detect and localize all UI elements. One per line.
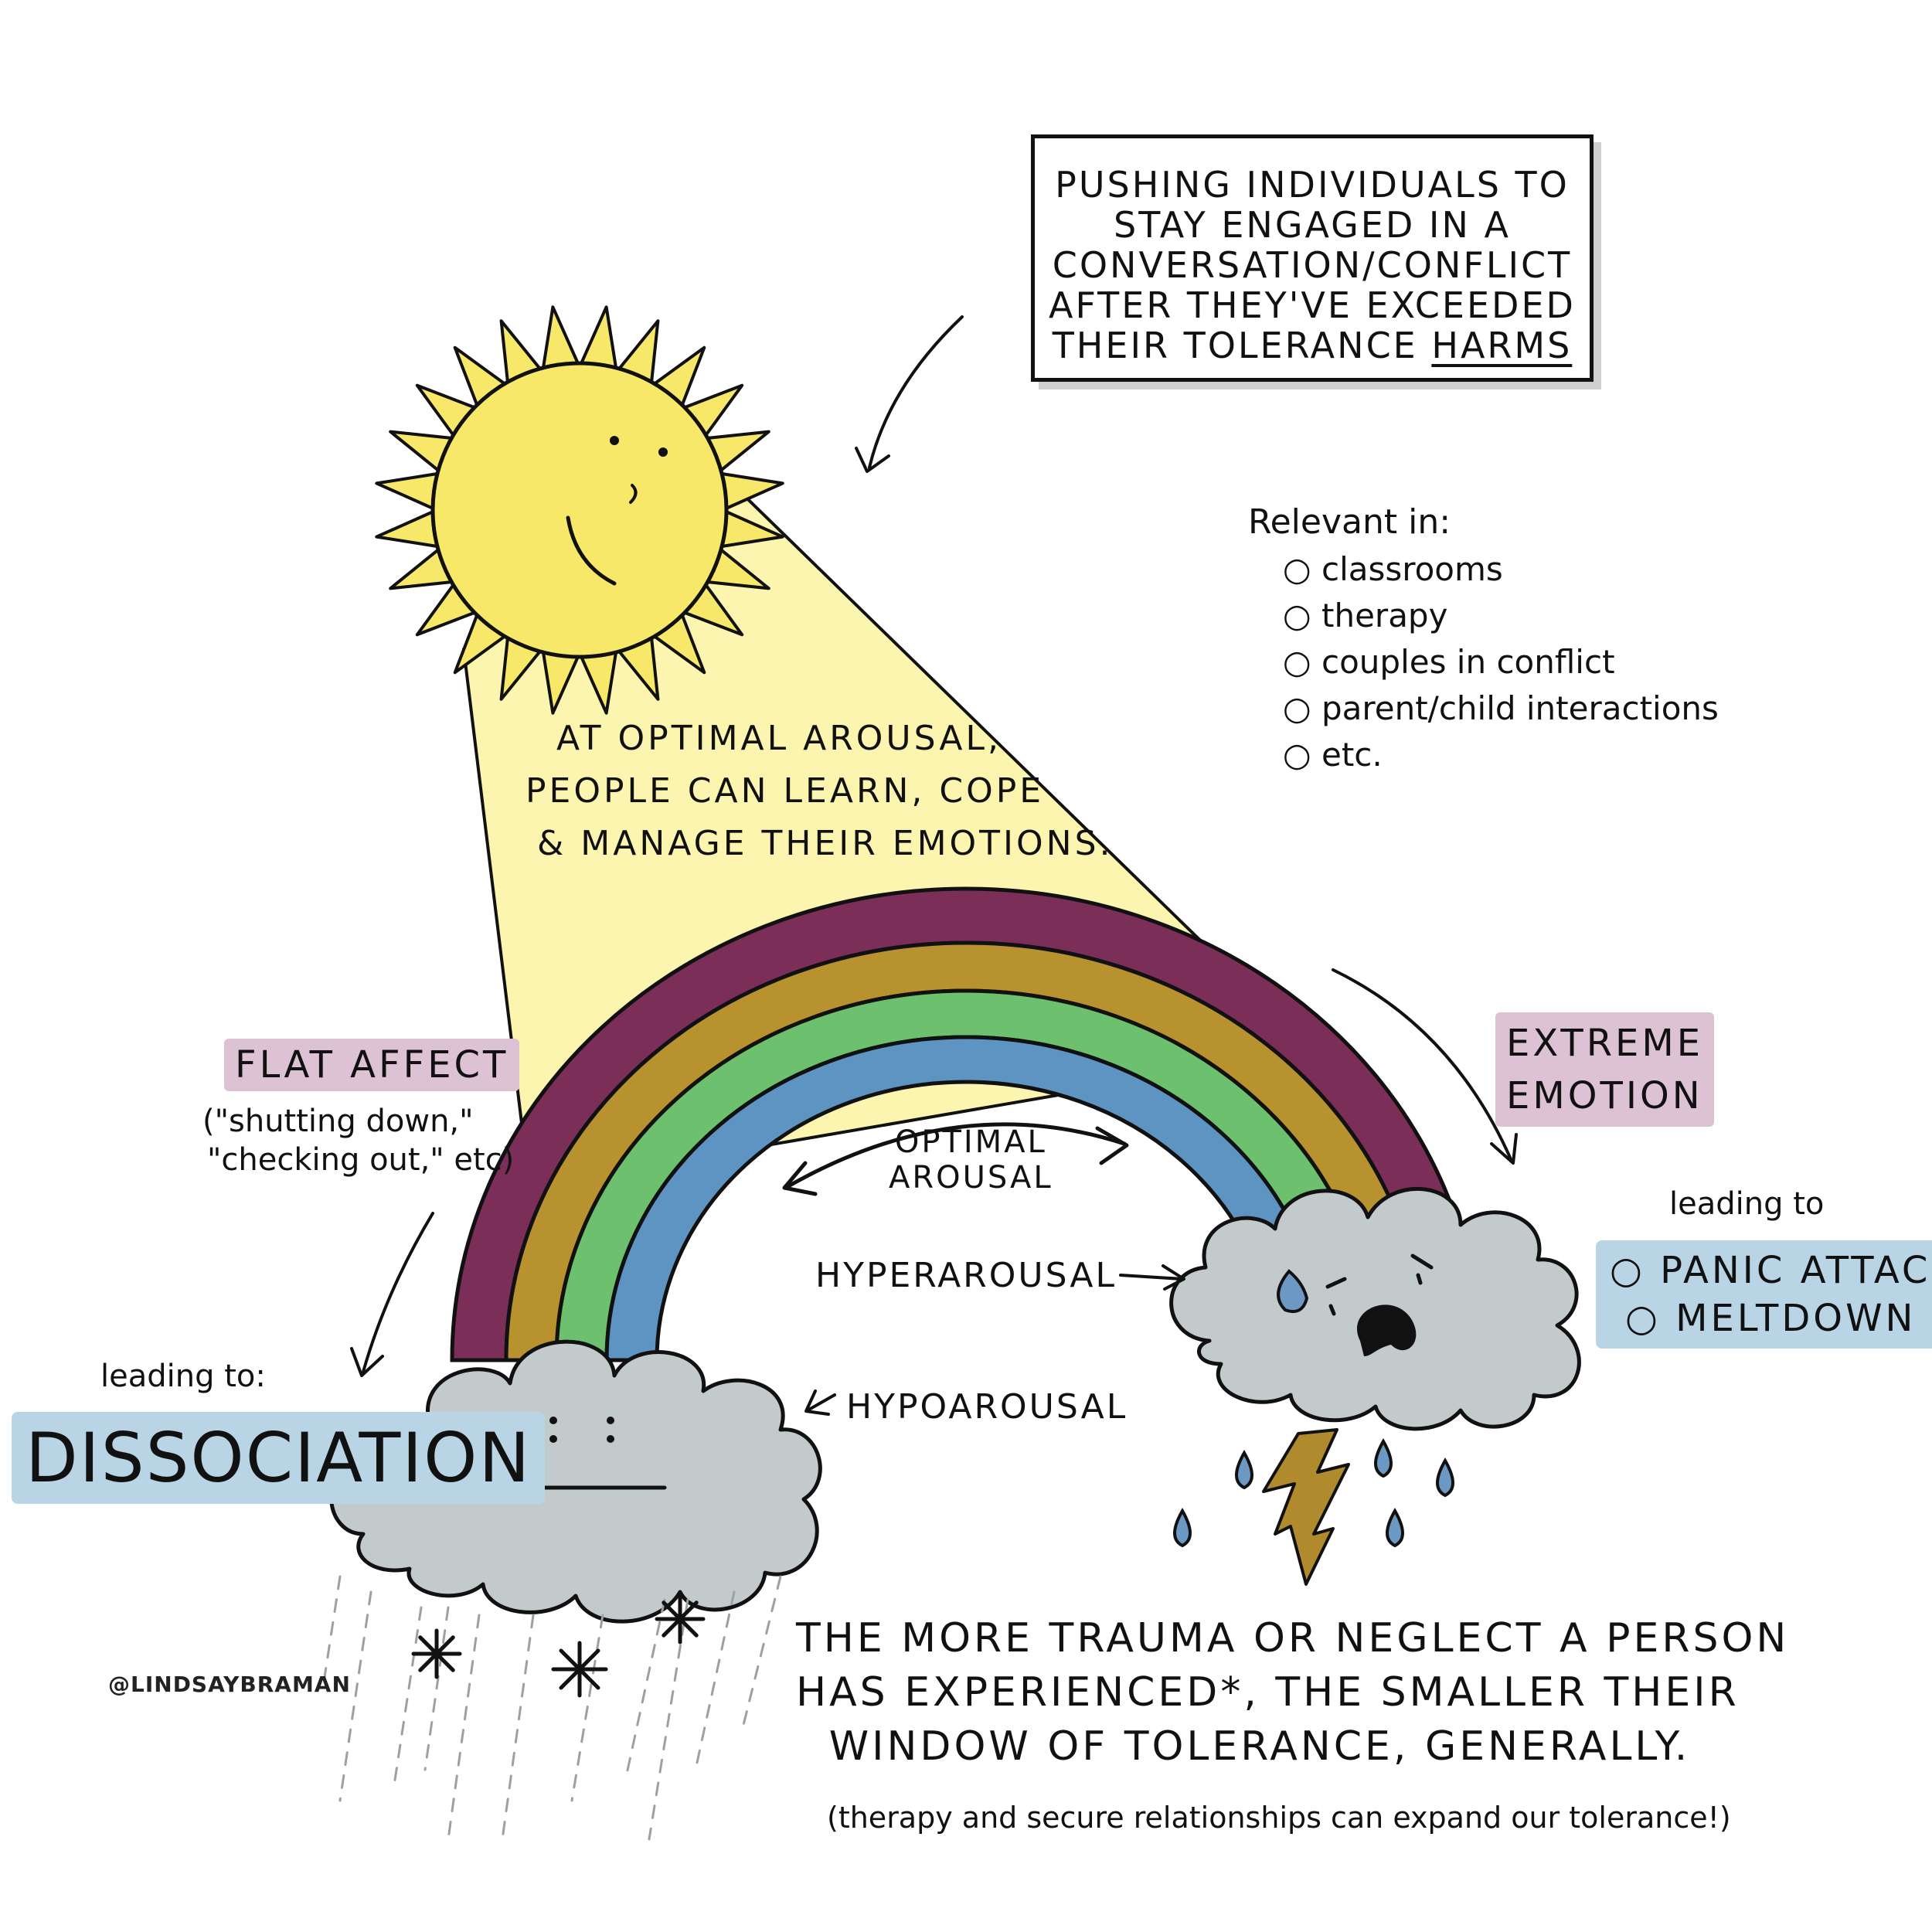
flat-affect-label: FLAT AFFECT — [224, 1039, 520, 1091]
list-item: ○ MELTDOWN — [1625, 1297, 1917, 1340]
conclusion-line: THE MORE TRAUMA OR NEGLECT A PERSON — [796, 1615, 1790, 1662]
callout-line: STAY ENGAGED IN A — [1114, 204, 1511, 246]
raindrop-icon — [1173, 1437, 1454, 1548]
author-credit: @LINDSAYBRAMAN — [108, 1672, 351, 1697]
storm-cloud-icon — [1169, 1186, 1581, 1431]
dissociation-label: DISSOCIATION — [12, 1412, 546, 1504]
conclusion-note: (therapy and secure relationships can ex… — [827, 1801, 1731, 1835]
list-item: ○ classrooms — [1283, 550, 1503, 588]
list-item: ○ couples in conflict — [1283, 643, 1615, 681]
hyperarousal-label: HYPERAROUSAL — [815, 1256, 1117, 1295]
arrow-icon — [786, 1122, 1127, 1189]
sun-icon — [375, 305, 784, 715]
conclusion-line: WINDOW OF TOLERANCE, GENERALLY. — [828, 1723, 1691, 1770]
optimal-text-line: & MANAGE THEIR EMOTIONS. — [537, 824, 1114, 863]
flat-affect-note: ("shutting down," — [202, 1104, 474, 1139]
flat-affect-note: "checking out," etc) — [207, 1142, 515, 1178]
leading-to-label: leading to: — [100, 1359, 266, 1394]
list-item: ○ PANIC ATTACK — [1610, 1249, 1932, 1292]
optimal-arousal-label: OPTIMAL AROUSAL — [889, 1124, 1053, 1196]
conclusion-line: HAS EXPERIENCED*, THE SMALLER THEIR — [796, 1669, 1740, 1716]
list-item: ○ therapy — [1283, 597, 1448, 634]
relevant-heading: Relevant in: — [1248, 502, 1451, 542]
list-item: ○ parent/child interactions — [1283, 689, 1719, 727]
outcomes-list: ○ PANIC ATTACK ○ MELTDOWN — [1596, 1240, 1932, 1349]
callout-box: PUSHING INDIVIDUALS TO STAY ENGAGED IN A… — [1031, 134, 1594, 382]
optimal-text-line: PEOPLE CAN LEARN, COPE — [526, 771, 1045, 811]
callout-line: CONVERSATION/CONFLICT — [1052, 244, 1573, 286]
optimal-text-line: AT OPTIMAL AROUSAL, — [556, 719, 1002, 758]
hypoarousal-label: HYPOAROUSAL — [846, 1387, 1128, 1427]
callout-tolerance: THEIR TOLERANCE — [1052, 325, 1418, 366]
list-item: ○ etc. — [1283, 736, 1383, 774]
callout-line: PUSHING INDIVIDUALS TO — [1055, 164, 1570, 206]
extreme-emotion-label: EXTREME EMOTION — [1495, 1012, 1715, 1127]
callout-line: AFTER THEY'VE EXCEEDED — [1049, 284, 1576, 326]
snowflake-icon — [411, 1594, 706, 1698]
leading-to-label: leading to — [1669, 1186, 1825, 1222]
calm-cloud-icon — [329, 1339, 822, 1624]
callout-harms: HARMS — [1431, 325, 1573, 366]
lightning-icon — [1262, 1428, 1350, 1586]
callout-line: THEIR TOLERANCE HARMS — [1035, 325, 1590, 366]
